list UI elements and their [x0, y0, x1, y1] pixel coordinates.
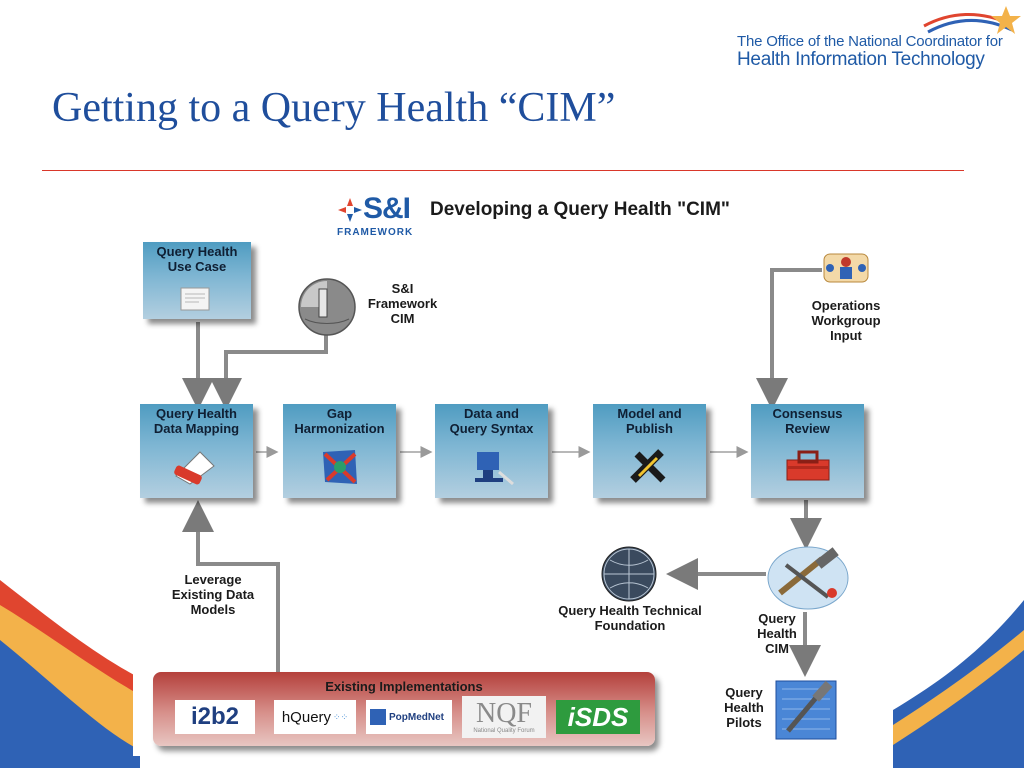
step-gap-harmonization: Gap Harmonization [283, 404, 396, 498]
logo-nqf-subtext: National Quality Forum [473, 728, 535, 734]
foundation-label: Query Health Technical Foundation [558, 603, 702, 633]
sni-framework-logo-icon [338, 198, 362, 222]
onc-logo-swoosh-icon [923, 6, 1021, 34]
slide-title: Getting to a Query Health “CIM” [52, 85, 616, 131]
logo-i2b2: i2b2 [175, 700, 255, 734]
logo-isds: iSDS [556, 700, 640, 734]
logo-popmednet-text: PopMedNet [389, 711, 444, 723]
logo-hquery: hQuery ⁘⁘ [274, 700, 356, 734]
leverage-label: Leverage Existing Data Models [171, 572, 255, 617]
lighthouse-sphere-icon [298, 278, 356, 336]
onc-org-line2: Health Information Technology [737, 49, 985, 70]
pilots-label: Query Health Pilots [724, 685, 764, 730]
foundation-globe-icon [601, 546, 657, 602]
step-data-mapping: Query Health Data Mapping [140, 404, 253, 498]
harmonization-icon [323, 450, 357, 484]
step-model-publish: Model and Publish [593, 404, 706, 498]
sni-logo-text: S&I [363, 192, 411, 225]
step-data-mapping-label: Query Health Data Mapping [153, 406, 240, 436]
step-consensus-review: Consensus Review [751, 404, 864, 498]
logo-hquery-text: hQuery [281, 708, 332, 726]
mapping-tool-icon [174, 451, 215, 485]
step-gap-harmonization-label: Gap Harmonization [294, 406, 385, 436]
sni-logo-subtext: FRAMEWORK [337, 227, 414, 238]
background-swoosh-left [0, 580, 140, 768]
cim-tools-sphere-icon [767, 546, 849, 610]
logo-popmednet: PopMedNet [366, 700, 452, 734]
sni-cim-label: S&I Framework CIM [367, 281, 438, 326]
background-swoosh-right [893, 600, 1024, 768]
logo-nqf-text: NQF [475, 698, 532, 729]
step-data-query-syntax-label: Data and Query Syntax [449, 406, 534, 436]
vise-icon [475, 452, 514, 486]
step-data-query-syntax: Data and Query Syntax [435, 404, 548, 498]
logo-isds-text: iSDS [567, 701, 629, 732]
hquery-dots-icon: ⁘⁘ [333, 711, 349, 722]
existing-implementations-title: Existing Implementations [325, 679, 483, 694]
logo-i2b2-text: i2b2 [190, 703, 240, 730]
step-model-publish-label: Model and Publish [617, 406, 682, 436]
onc-org-line1: The Office of the National Coordinator f… [737, 33, 1003, 50]
pilots-blueprint-icon [775, 680, 837, 740]
use-case-box: Query Health Use Case [143, 242, 251, 319]
toolbox-icon [786, 450, 830, 481]
operations-figure-icon [823, 253, 869, 283]
tools-icon [630, 449, 666, 483]
diagram-title: Developing a Query Health "CIM" [430, 199, 730, 220]
qh-cim-label: Query Health CIM [757, 611, 797, 656]
step-consensus-review-label: Consensus Review [772, 406, 843, 436]
logo-nqf: NQF National Quality Forum [462, 696, 546, 738]
popmednet-grid-icon [370, 709, 386, 725]
use-case-label: Query Health Use Case [156, 244, 238, 274]
operations-label: Operations Workgroup Input [811, 298, 881, 343]
title-divider [42, 170, 964, 171]
document-icon [180, 287, 210, 311]
